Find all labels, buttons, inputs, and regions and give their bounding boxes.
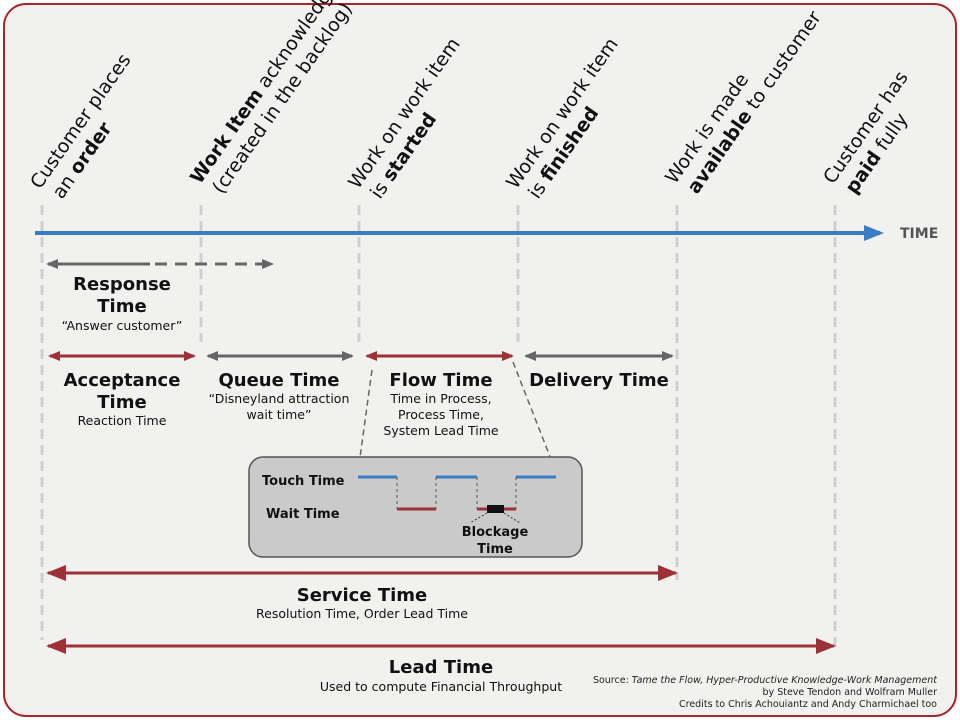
blockage-label-2: Time — [477, 542, 513, 557]
blockage-marker — [487, 505, 504, 513]
acceptance-title-1: Acceptance — [64, 370, 181, 391]
blockage-pointer-right — [503, 512, 521, 524]
flow-detail-inset — [248, 456, 583, 558]
zoom-line-left — [357, 369, 373, 473]
queue-title: Queue Time — [218, 370, 339, 391]
inset-connectors — [396, 477, 517, 509]
blockage-pointer-left — [469, 512, 488, 524]
diagram-frame — [3, 3, 957, 717]
flow-title: Flow Time — [389, 370, 492, 391]
wait-time-label: Wait Time — [266, 507, 340, 522]
flow-subtitle-1: Time in Process, — [389, 391, 491, 406]
response-subtitle: “Answer customer” — [62, 318, 183, 333]
time-axis-label: TIME — [900, 226, 938, 242]
source-line-2: by Steve Tendon and Wolfram Muller — [763, 687, 938, 698]
acceptance-title-2: Time — [97, 392, 146, 413]
source-line-1: Source: Tame the Flow, Hyper-Productive … — [593, 675, 938, 686]
delivery-title: Delivery Time — [529, 370, 669, 391]
source-line-3: Credits to Chris Achouiantz and Andy Cha… — [679, 699, 937, 710]
flow-subtitle-2: Process Time, — [398, 407, 484, 422]
blockage-label-1: Blockage — [462, 525, 529, 540]
service-subtitle: Resolution Time, Order Lead Time — [256, 606, 468, 621]
queue-subtitle-1: “Disneyland attraction — [209, 391, 350, 406]
flow-subtitle-3: System Lead Time — [383, 423, 498, 438]
touch-time-label: Touch Time — [262, 474, 345, 489]
milestone-lines — [40, 205, 837, 650]
lead-title: Lead Time — [389, 657, 493, 678]
acceptance-subtitle: Reaction Time — [78, 413, 167, 428]
queue-subtitle-2: wait time” — [247, 407, 312, 422]
lead-subtitle: Used to compute Financial Throughput — [320, 679, 562, 694]
response-title-1: Response — [73, 274, 171, 295]
service-title: Service Time — [297, 585, 428, 606]
response-title-2: Time — [97, 296, 146, 317]
